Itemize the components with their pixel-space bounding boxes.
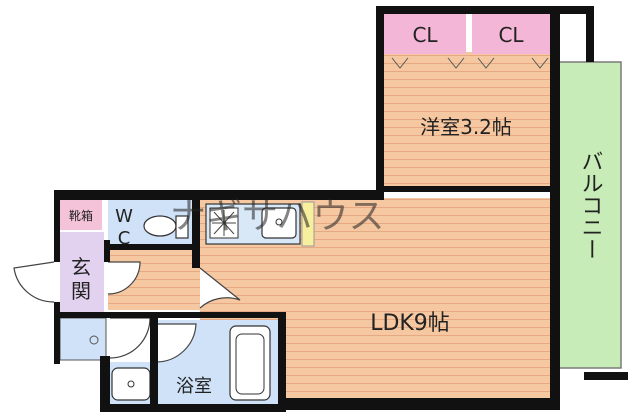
ldk-door: [199, 267, 241, 309]
bath-door: [155, 323, 197, 363]
fridge-space: [301, 201, 315, 247]
western-room-floor: [384, 52, 552, 190]
bathtub: [229, 325, 271, 401]
closet-right-label: CL: [498, 23, 524, 47]
entrance-door: [13, 261, 55, 303]
stove-grate: [212, 210, 236, 236]
sink-drain: [275, 218, 283, 226]
watermark-text: ナギサハウス: [170, 196, 385, 237]
closet-left-label: CL: [412, 23, 438, 47]
toilet-c-label: C: [118, 228, 131, 249]
closet-door-marks: [391, 57, 549, 69]
toilet-tank: [175, 215, 189, 239]
wash-basin: [111, 367, 151, 401]
toilet-w-label: W: [115, 206, 133, 227]
western-room-label: 洋室3.2帖: [420, 115, 512, 139]
entrance-area: [60, 232, 104, 312]
ldk-label: LDK9帖: [370, 311, 450, 336]
kitchen-sink: [261, 207, 297, 239]
shoe-box-label: 靴箱: [69, 208, 93, 223]
bathtub-inner: [235, 333, 265, 395]
washer-drain: [89, 335, 99, 345]
entrance-label-top: 玄: [71, 255, 91, 279]
washer-space: [59, 317, 107, 361]
bathroom-label: 浴室: [176, 376, 212, 397]
hall-door: [107, 261, 141, 295]
shoe-box: [60, 200, 102, 230]
balcony-label: バルコニー: [578, 150, 603, 260]
walls: [54, 6, 628, 412]
basin-drain: [127, 380, 135, 388]
closet-right: [472, 14, 550, 54]
entrance-label-bottom: 関: [71, 279, 91, 303]
closet-left: [384, 14, 466, 54]
washroom-door: [109, 317, 151, 359]
